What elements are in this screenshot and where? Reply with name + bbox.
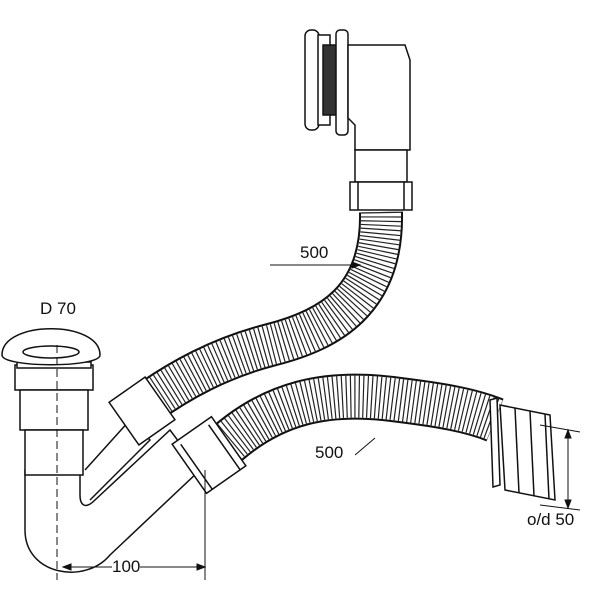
upper-flexible-hose [132,211,404,423]
outlet-diameter-label: o/d 50 [527,510,575,529]
plug-diameter-label: D 70 [40,299,76,318]
trap-offset-label: 100 [112,557,141,576]
plug-waste [1,328,101,476]
outlet-tailpiece [489,397,556,501]
lower-flexible-hose [198,373,504,472]
upper-hose-length-label: 500 [300,243,329,262]
bath-waste-trap [24,376,247,573]
overflow-outlet [304,29,413,211]
lower-hose-length-label: 500 [315,443,344,462]
